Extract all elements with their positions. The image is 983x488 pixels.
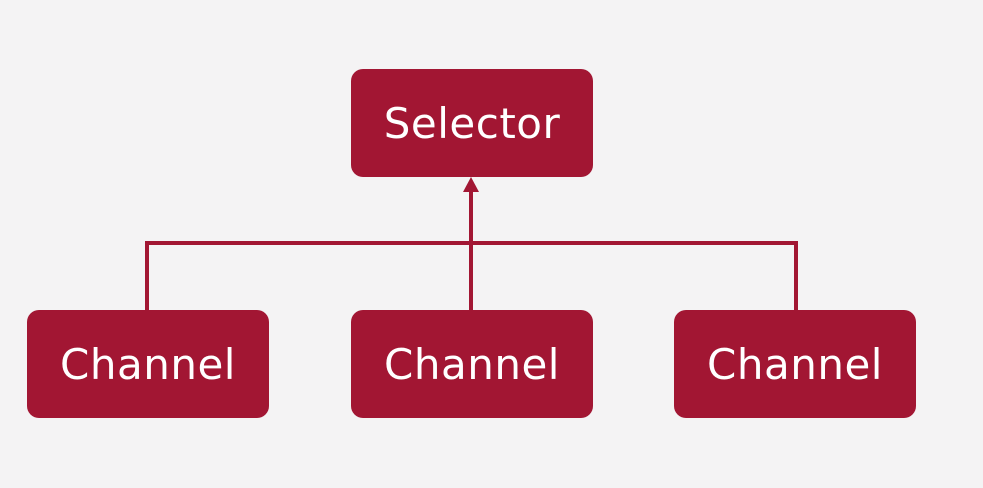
- channel-label-3: Channel: [707, 339, 883, 389]
- arrowhead-icon: [463, 177, 479, 192]
- channel-node-1: Channel: [27, 310, 269, 418]
- selector-node: Selector: [351, 69, 593, 177]
- channel-node-3: Channel: [674, 310, 916, 418]
- channel-label-1: Channel: [60, 339, 236, 389]
- channel-label-2: Channel: [384, 339, 560, 389]
- selector-label: Selector: [383, 98, 561, 148]
- channel-node-2: Channel: [351, 310, 593, 418]
